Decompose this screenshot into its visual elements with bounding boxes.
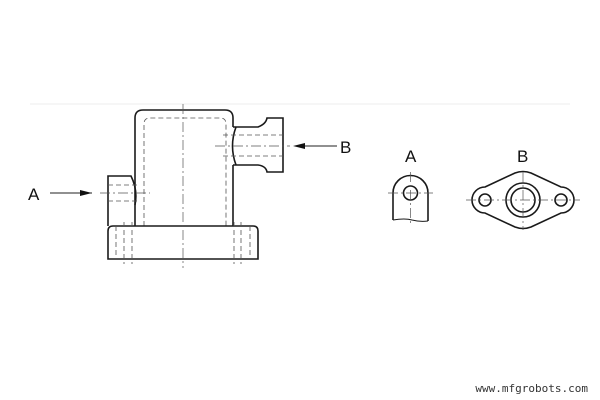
view-a-title: A [405,147,417,166]
view-a: A [388,147,433,225]
arrow-a: A [28,185,92,204]
watermark: www.mfgrobots.com [475,382,588,395]
arrow-a-label: A [28,185,40,204]
arrow-b: B [293,138,351,157]
arrow-b-label: B [340,138,351,157]
view-b: B [466,147,580,230]
view-b-title: B [517,147,528,166]
front-view [30,103,570,268]
